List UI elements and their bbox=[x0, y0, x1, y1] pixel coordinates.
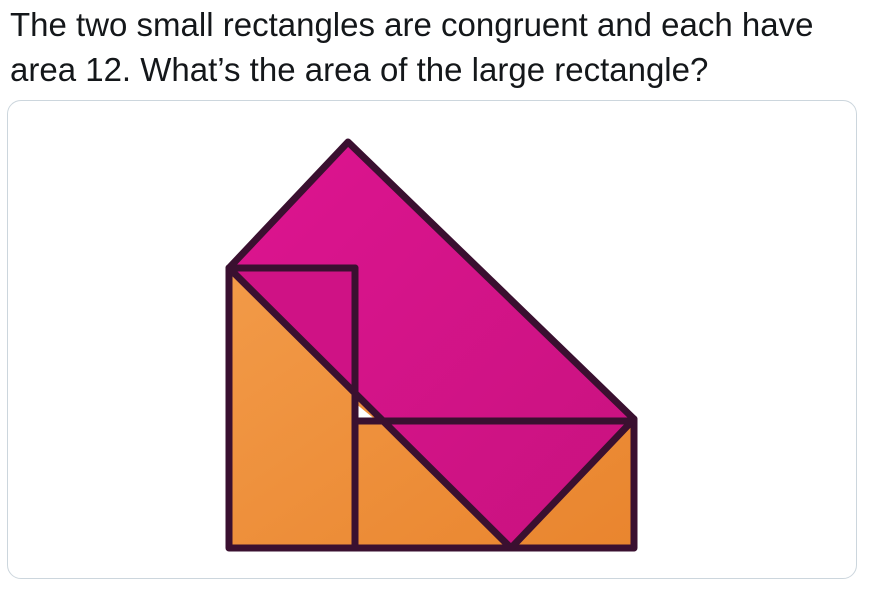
tweet-text: The two small rectangles are congruent a… bbox=[10, 2, 865, 92]
large-rectangle bbox=[229, 142, 634, 548]
figure-outlines bbox=[225, 138, 638, 552]
geometry-figure bbox=[225, 138, 638, 552]
tweet-text-line-1: The two small rectangles are congruent a… bbox=[10, 6, 814, 43]
white-notch bbox=[355, 403, 377, 421]
tweet-image-card[interactable] bbox=[7, 100, 857, 579]
tweet-text-line-2: area 12. What’s the area of the large re… bbox=[10, 51, 709, 88]
